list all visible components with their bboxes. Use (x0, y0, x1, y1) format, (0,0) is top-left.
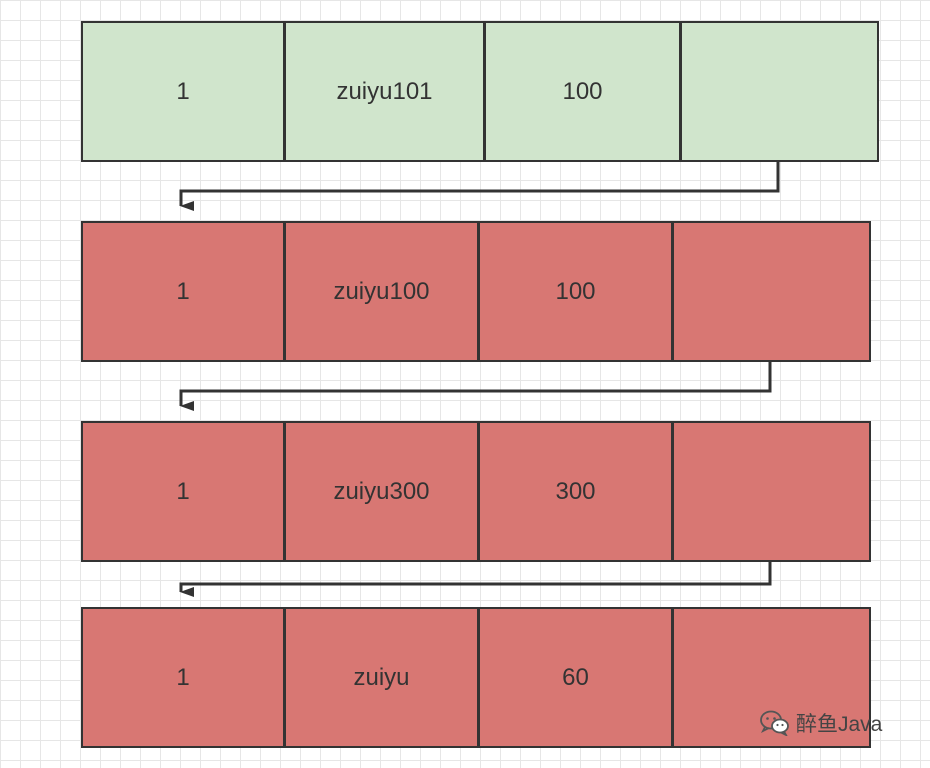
arrow-row2-to-row3 (179, 362, 772, 411)
record-name-cell: zuiyu101 (283, 23, 483, 160)
record-row-4: 1 zuiyu 60 (81, 607, 871, 748)
record-pointer-cell (671, 423, 869, 560)
arrow-row3-to-row4 (179, 562, 772, 597)
record-row-1: 1 zuiyu101 100 (81, 21, 879, 162)
record-pointer-cell (671, 609, 869, 746)
record-id-cell: 1 (176, 477, 190, 505)
record-value-cell: 60 (477, 609, 671, 746)
record-value-cell: 300 (477, 423, 671, 560)
record-row-2: 1 zuiyu100 100 (81, 221, 871, 362)
record-pointer-cell (679, 23, 877, 160)
record-id-cell: 1 (176, 277, 190, 305)
watermark-text: 醉鱼Java (796, 713, 883, 736)
record-id-cell: 1 (176, 663, 190, 691)
arrow-row1-to-row2 (179, 162, 780, 211)
record-name-cell: zuiyu (283, 609, 477, 746)
record-value-cell: 100 (483, 23, 679, 160)
wechat-icon (760, 710, 789, 736)
record-name-cell: zuiyu300 (283, 423, 477, 560)
record-pointer-cell (671, 223, 869, 360)
record-row-3: 1 zuiyu300 300 (81, 421, 871, 562)
watermark: 醉鱼Java (760, 708, 882, 738)
record-value-cell: 100 (477, 223, 671, 360)
record-id-cell: 1 (176, 77, 190, 105)
record-name-cell: zuiyu100 (283, 223, 477, 360)
